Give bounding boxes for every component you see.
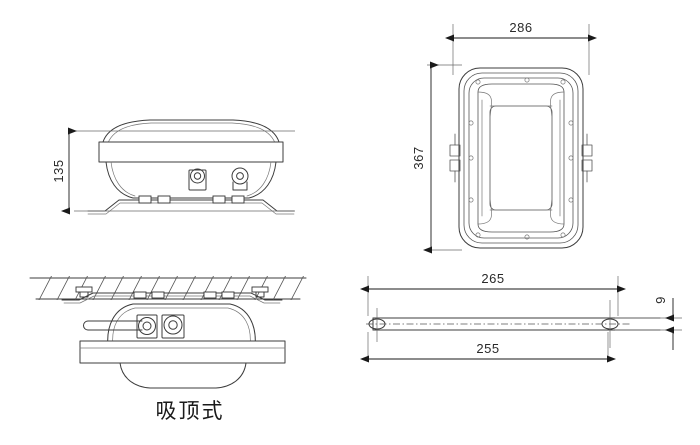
side-mount-tab-left (449, 133, 461, 183)
cable-gland-right (231, 167, 249, 191)
dimension-265: 265 (360, 271, 626, 316)
bracket-plan-view: 265 255 9 (360, 271, 682, 363)
plan-view: 286 367 (411, 20, 597, 254)
dimension-9: 9 (615, 296, 682, 350)
bracket-clip-1 (138, 195, 152, 204)
corner-screws (468, 77, 574, 240)
rim-band (98, 141, 284, 163)
bracket-clips (138, 195, 245, 204)
outer-frame-inner (463, 72, 579, 244)
ceiling-anchor-left (75, 286, 93, 298)
dome-housing (102, 119, 280, 143)
dimension-label-9: 9 (653, 296, 668, 304)
lower-body-inner-r (246, 161, 272, 197)
dimension-286: 286 (445, 20, 597, 75)
dome-highlight (107, 122, 276, 144)
front-elevation-view: 135 (51, 119, 295, 215)
lower-body (105, 161, 277, 199)
mounting-bracket-rail (87, 199, 295, 215)
bracket-clip-2 (157, 195, 171, 204)
gasket-frame (468, 77, 574, 239)
dimension-135: 135 (51, 127, 295, 215)
mounting-hole-right (601, 300, 619, 348)
outer-frame (458, 67, 584, 249)
dimension-367: 367 (411, 61, 462, 254)
dimension-label-265: 265 (481, 271, 504, 286)
bracket-clip-3 (212, 195, 226, 204)
ceiling-mount-view: 吸顶式 (29, 276, 307, 423)
lower-body-inner (110, 161, 136, 197)
mounting-bracket-rail-ceiling (61, 292, 283, 304)
corner-fillet-br (550, 195, 565, 225)
conduit-pipe (83, 320, 143, 331)
cable-gland-left-ceiling (136, 314, 158, 339)
inner-face (489, 105, 553, 211)
dimension-label-135: 135 (51, 159, 66, 182)
dimension-255: 255 (360, 332, 616, 363)
view-caption: 吸顶式 (156, 399, 225, 423)
corner-fillet-tr (550, 91, 565, 121)
cable-gland-right-ceiling (161, 314, 185, 339)
cable-gland-left (188, 168, 207, 191)
corner-fillet-tl (477, 91, 492, 121)
ceiling-anchor-right (251, 286, 269, 298)
bracket-clip-4 (231, 195, 245, 204)
dimension-label-286: 286 (509, 20, 532, 35)
dimension-label-367: 367 (411, 146, 426, 169)
side-mount-tab-right (581, 133, 593, 183)
bracket-clips-ceiling (133, 291, 235, 299)
lower-dome-ceiling (119, 362, 247, 389)
mounting-hole-left (368, 308, 386, 342)
dimension-label-255: 255 (476, 341, 499, 356)
corner-fillet-bl (477, 195, 492, 225)
rim-band-ceiling (79, 340, 286, 364)
dome-housing-ceiling (107, 303, 256, 348)
